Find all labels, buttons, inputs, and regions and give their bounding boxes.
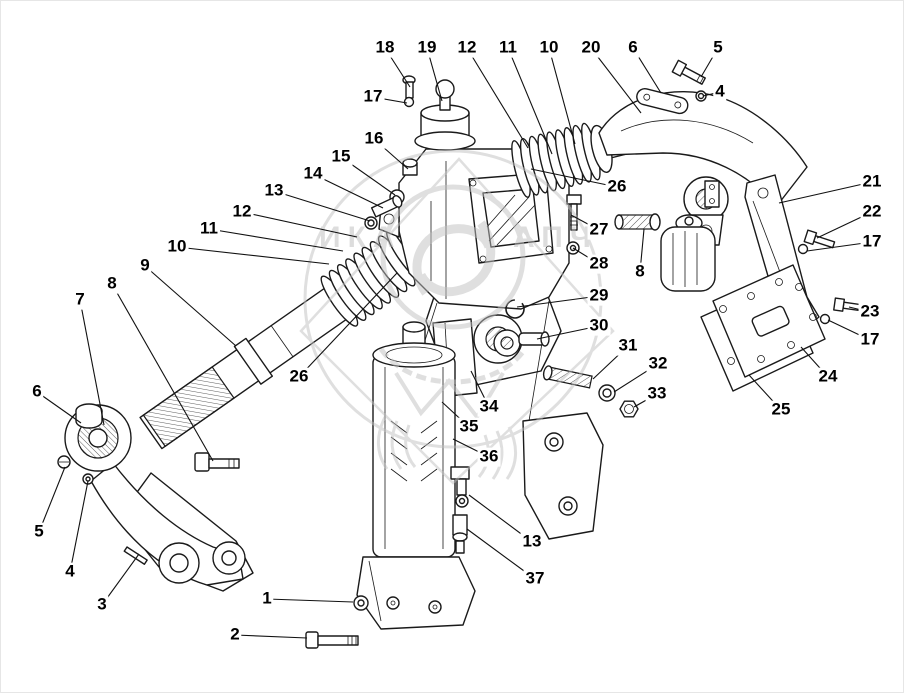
- callout-13-13: 13: [262, 180, 286, 201]
- callout-17-35: 17: [858, 329, 882, 350]
- leader-line: [36, 391, 82, 424]
- leader-line: [176, 246, 330, 265]
- callout-10-16: 10: [165, 236, 189, 257]
- callout-9-17: 9: [138, 255, 152, 276]
- callout-4-8: 4: [713, 81, 727, 102]
- callout-1-24: 1: [260, 588, 274, 609]
- callout-7-19: 7: [73, 289, 87, 310]
- leader-line: [778, 181, 873, 204]
- leader-line: [466, 47, 529, 149]
- callout-11-15: 11: [198, 218, 220, 239]
- callout-12-14: 12: [230, 201, 254, 222]
- callout-16-10: 16: [362, 128, 386, 149]
- leader-line: [298, 272, 398, 378]
- callout-18-0: 18: [373, 37, 397, 58]
- callout-34-43: 34: [477, 396, 501, 417]
- callout-11-3: 11: [497, 37, 519, 58]
- leader-line: [273, 190, 371, 222]
- callout-26-27: 26: [605, 176, 629, 197]
- callout-17-33: 17: [860, 231, 884, 252]
- leader-line: [208, 228, 344, 252]
- callout-32-41: 32: [646, 353, 670, 374]
- part-cover-plates: [700, 264, 826, 392]
- callout-29-38: 29: [587, 285, 611, 306]
- watermark-right-text: АПЧ: [513, 221, 598, 254]
- part-left-pitman-arm: [57, 403, 254, 592]
- callout-22-32: 22: [860, 201, 884, 222]
- leader-line: [516, 295, 600, 308]
- callout-36-45: 36: [477, 446, 501, 467]
- part-top-cover-cap: [402, 75, 476, 151]
- callout-6-20: 6: [30, 381, 44, 402]
- callout-30-39: 30: [587, 315, 611, 336]
- callout-5-21: 5: [32, 521, 46, 542]
- callout-35-44: 35: [457, 416, 481, 437]
- part-bottom-fasteners: [305, 595, 369, 649]
- leader-line: [234, 634, 308, 639]
- leader-line: [507, 47, 553, 155]
- callout-19-1: 19: [415, 37, 439, 58]
- leader-line: [266, 598, 354, 603]
- callout-12-2: 12: [455, 37, 479, 58]
- callout-15-11: 15: [329, 146, 353, 167]
- part-rubber-bushing: [614, 213, 716, 292]
- callout-20-5: 20: [579, 37, 603, 58]
- callout-2-25: 2: [228, 624, 242, 645]
- callout-8-18: 8: [105, 273, 119, 294]
- watermark: ИКА АПЧ: [299, 149, 615, 485]
- callout-21-31: 21: [860, 171, 884, 192]
- part-hydraulic-cylinder: [356, 321, 476, 630]
- callout-5-7: 5: [711, 37, 725, 58]
- callout-27-28: 27: [587, 219, 611, 240]
- callout-6-6: 6: [626, 37, 640, 58]
- leader-line: [241, 211, 358, 238]
- callout-24-36: 24: [816, 366, 840, 387]
- callout-28-29: 28: [587, 253, 611, 274]
- leader-line: [69, 480, 89, 573]
- callout-3-23: 3: [95, 594, 109, 615]
- callout-33-42: 33: [645, 383, 669, 404]
- leader-line: [590, 47, 642, 114]
- callout-10-4: 10: [537, 37, 561, 58]
- leader-line: [312, 173, 384, 209]
- part-mount-bracket: [522, 412, 604, 540]
- callout-26-26: 26: [287, 366, 311, 387]
- callout-37-47: 37: [523, 568, 547, 589]
- leader-line: [548, 47, 576, 145]
- callout-17-9: 17: [361, 86, 385, 107]
- callout-8-30: 8: [633, 261, 647, 282]
- callout-14-12: 14: [301, 163, 325, 184]
- leader-line: [111, 283, 214, 462]
- leader-line: [530, 168, 618, 188]
- callout-25-37: 25: [769, 399, 793, 420]
- leader-line: [79, 299, 105, 426]
- leader-line: [38, 466, 66, 533]
- leader-line: [144, 265, 237, 347]
- callout-31-40: 31: [616, 335, 640, 356]
- part-splined-shaft: [139, 217, 450, 450]
- callout-13-46: 13: [520, 531, 544, 552]
- callout-4-22: 4: [63, 561, 77, 582]
- callout-23-34: 23: [858, 301, 882, 322]
